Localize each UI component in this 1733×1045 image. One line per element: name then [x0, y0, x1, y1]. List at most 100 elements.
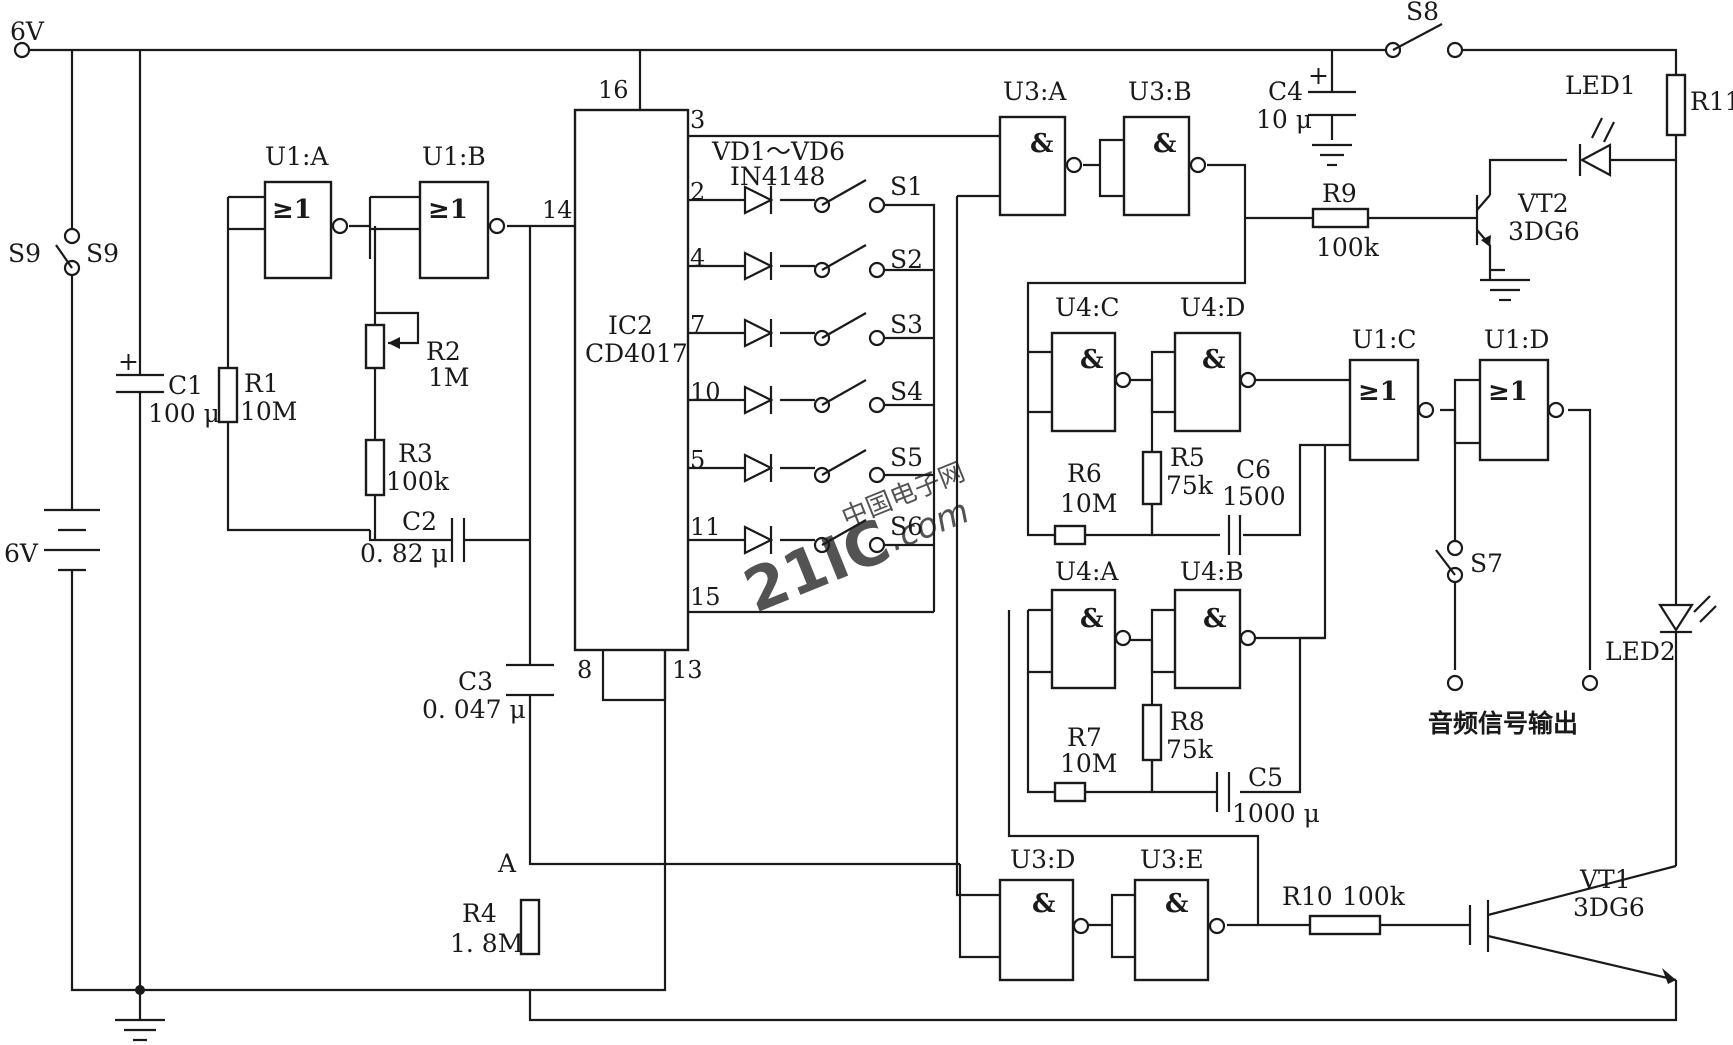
vt1-part: 3DG6 — [1573, 893, 1645, 922]
u3d-label: U3:D — [1010, 845, 1075, 874]
switch-s7: S7 — [1435, 539, 1503, 584]
r8-name: R8 — [1170, 707, 1205, 736]
u3d-symbol: & — [1032, 889, 1055, 919]
vt1-name: VT1 — [1579, 865, 1631, 894]
capacitor-c5: C5 1000 μ — [1215, 763, 1320, 828]
resistor-r1: R1 10M — [217, 366, 297, 426]
led1: LED1 — [1565, 71, 1636, 177]
u3e-label: U3:E — [1140, 845, 1204, 874]
s8-label: S8 — [1406, 0, 1439, 26]
c4-value: 10 μ — [1256, 105, 1312, 134]
resistor-r9: R9 100k — [1311, 179, 1380, 262]
r2-name: R2 — [426, 337, 461, 366]
resistor-r10: R10 100k — [1282, 882, 1406, 936]
r1-name: R1 — [244, 369, 279, 398]
switch-s3: S3 — [813, 310, 923, 347]
capacitor-c1: + C1 100 μ — [116, 347, 220, 428]
u4a-symbol: & — [1080, 604, 1103, 634]
c1-value: 100 μ — [148, 399, 220, 428]
ground-symbol — [115, 1018, 165, 1042]
capacitor-c2: C2 0. 82 μ — [360, 507, 466, 568]
diode-vd3 — [743, 318, 774, 348]
gate-u4a: & U4:A — [1050, 557, 1132, 690]
r9-name: R9 — [1322, 179, 1357, 208]
r4-name: R4 — [462, 899, 497, 928]
battery-6v: 6V — [4, 508, 100, 590]
supply-terminal: 6V — [10, 17, 45, 59]
u4c-label: U4:C — [1055, 293, 1120, 322]
gate-u4c: & U4:C — [1050, 293, 1132, 433]
u4b-symbol: & — [1203, 604, 1226, 634]
pin-14: 14 — [542, 196, 573, 224]
wires — [22, 48, 1678, 1022]
u4c-symbol: & — [1080, 345, 1103, 375]
r1-value: 10M — [240, 397, 297, 426]
switch-s9: S9 S9 — [8, 227, 119, 277]
gate-u4b: & U4:B — [1173, 557, 1257, 690]
u1b-label: U1:B — [422, 142, 486, 171]
resistor-r5: R5 75k — [1141, 443, 1214, 506]
u4d-label: U4:D — [1180, 293, 1245, 322]
s3-label: S3 — [890, 310, 923, 339]
diode-vd5 — [743, 453, 774, 483]
vd-range: VD1～VD6 — [711, 137, 845, 166]
capacitor-c6: C6 1500 — [1222, 455, 1286, 555]
c5-name: C5 — [1248, 763, 1283, 792]
s5-label: S5 — [890, 443, 923, 472]
gate-u1c: ≥1 U1:C — [1348, 325, 1435, 462]
pin-13: 13 — [672, 656, 703, 684]
c1-name: C1 — [168, 371, 203, 400]
audio-output-terminals: 音频信号输出 — [1428, 674, 1599, 738]
s2-label: S2 — [890, 245, 923, 274]
u3a-label: U3:A — [1003, 77, 1067, 106]
pin-5: 5 — [690, 446, 705, 474]
u1d-label: U1:D — [1484, 325, 1549, 354]
s9-label-right: S9 — [86, 239, 119, 268]
r7-value: 10M — [1060, 749, 1117, 778]
ground-junction-dot — [135, 985, 145, 995]
watermark-logo: 21IC — [735, 506, 900, 627]
c1-plus: + — [118, 347, 139, 376]
c5-value: 1000 μ — [1232, 799, 1320, 828]
c3-value: 0. 047 μ — [422, 695, 526, 724]
s4-label: S4 — [890, 377, 923, 406]
u3b-label: U3:B — [1128, 77, 1192, 106]
pin-4: 4 — [690, 244, 705, 272]
resistor-r3: R3 100k — [364, 438, 450, 497]
gate-u4d: & U4:D — [1173, 293, 1257, 433]
diode-vd4 — [743, 385, 774, 415]
ic2-name: IC2 — [608, 311, 653, 340]
pin-7: 7 — [690, 311, 705, 339]
pin-3: 3 — [690, 106, 705, 134]
pin-15: 15 — [690, 583, 721, 611]
led2-label: LED2 — [1605, 637, 1676, 666]
switch-s8: S8 — [1384, 0, 1464, 59]
r6-name: R6 — [1067, 459, 1102, 488]
led2: LED2 — [1605, 595, 1717, 666]
r7-name: R7 — [1067, 723, 1102, 752]
gate-u1d: ≥1 U1:D — [1478, 325, 1565, 462]
u4b-label: U4:B — [1180, 557, 1244, 586]
resistor-r4: R4 1. 8M A — [450, 849, 541, 958]
diode-vd2 — [743, 251, 774, 281]
s1-label: S1 — [890, 172, 923, 201]
r11-label: R11 — [1690, 87, 1733, 116]
gate-u1a: ≥1 U1:A — [263, 142, 349, 280]
battery-label: 6V — [4, 539, 39, 568]
u3b-symbol: & — [1153, 129, 1176, 159]
node-a-label: A — [497, 849, 517, 878]
c4-plus: + — [1308, 61, 1329, 90]
s6-label: S6 — [890, 512, 923, 541]
gate-u3b: & U3:B — [1122, 77, 1207, 217]
capacitor-c4: + C4 10 μ — [1256, 61, 1356, 167]
led1-label: LED1 — [1565, 71, 1636, 100]
vt2-part: 3DG6 — [1508, 217, 1580, 246]
c4-name: C4 — [1268, 77, 1303, 106]
pin-16: 16 — [598, 76, 629, 104]
pin-8: 8 — [577, 656, 592, 684]
junction-dots — [135, 985, 145, 995]
u3a-symbol: & — [1030, 129, 1053, 159]
u1c-label: U1:C — [1352, 325, 1417, 354]
gate-u3d: & U3:D — [998, 845, 1090, 982]
audio-output-label: 音频信号输出 — [1428, 709, 1578, 738]
